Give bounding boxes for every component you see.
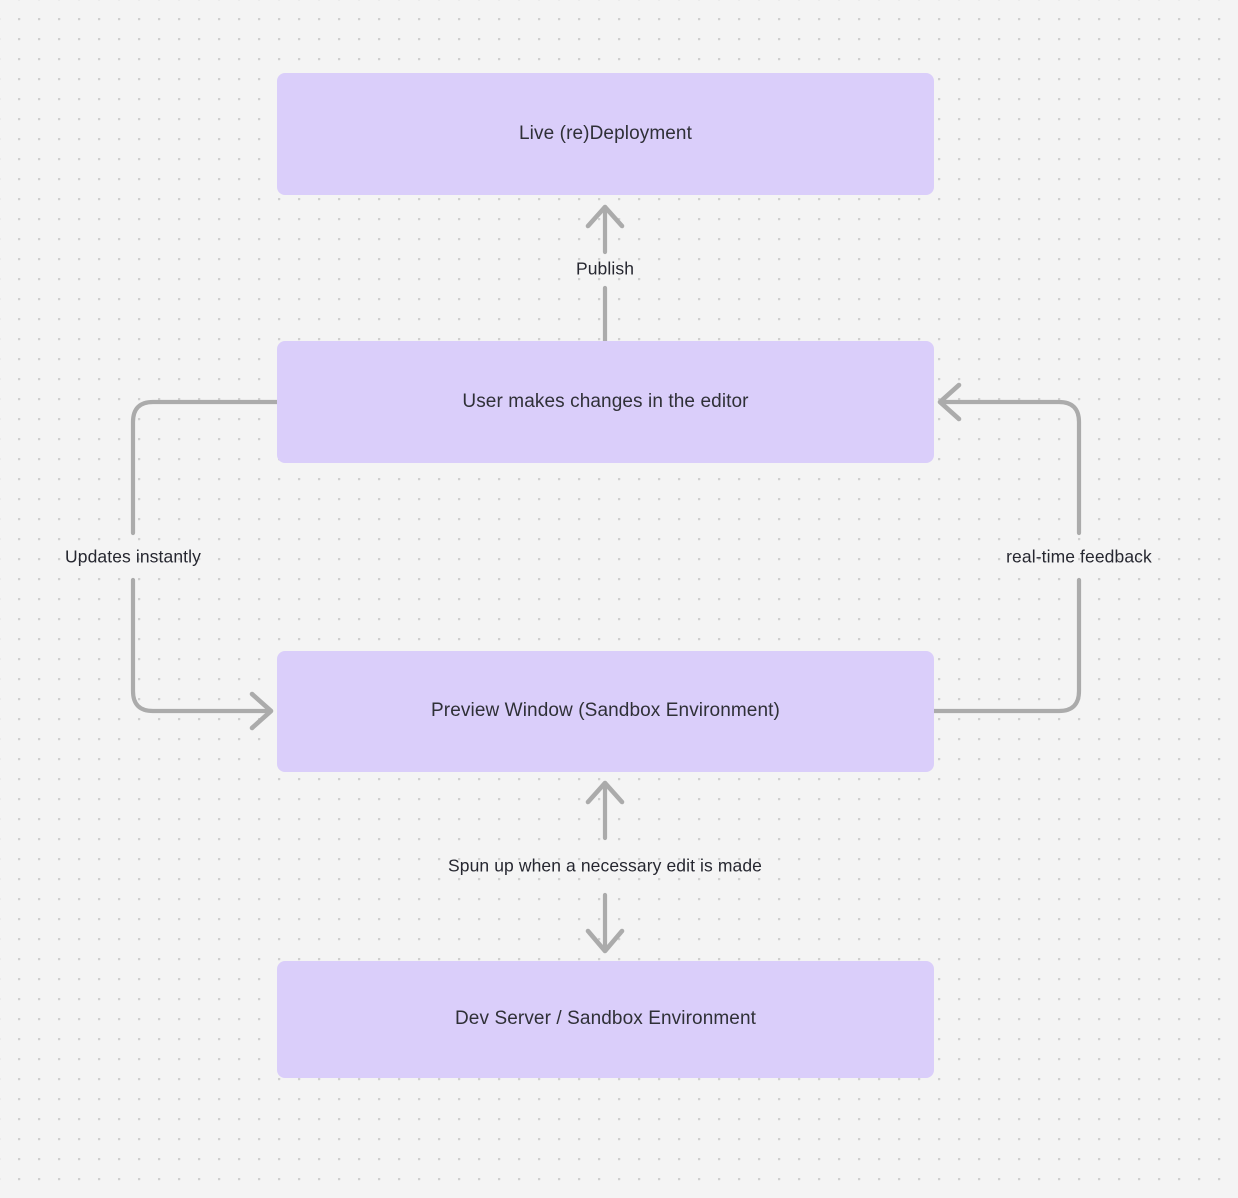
edge-label-updates-instantly: Updates instantly: [65, 546, 201, 567]
node-preview-window[interactable]: Preview Window (Sandbox Environment): [277, 651, 934, 772]
node-user-edits[interactable]: User makes changes in the editor: [277, 341, 934, 463]
arrowhead-right-updates: [249, 691, 274, 731]
node-label-preview-window: Preview Window (Sandbox Environment): [431, 700, 780, 722]
node-label-dev-server: Dev Server / Sandbox Environment: [454, 1008, 756, 1030]
arrowhead-left-feedback: [937, 382, 962, 422]
arrowhead-up-publish: [585, 204, 625, 229]
edge-label-publish: Publish: [575, 258, 635, 279]
node-label-live-deployment: Live (re)Deployment: [519, 122, 692, 144]
arrowhead-down-spinup: [585, 928, 625, 954]
node-live-deployment[interactable]: Live (re)Deployment: [277, 73, 934, 195]
node-label-user-edits: User makes changes in the editor: [462, 390, 749, 412]
edge-label-sandbox-spinup: Spun up when a necessary edit is made: [447, 855, 763, 876]
edge-label-real-time-feedback: real-time feedback: [1006, 546, 1152, 567]
arrowhead-up-spinup: [585, 780, 625, 805]
node-dev-server[interactable]: Dev Server / Sandbox Environment: [277, 961, 934, 1078]
